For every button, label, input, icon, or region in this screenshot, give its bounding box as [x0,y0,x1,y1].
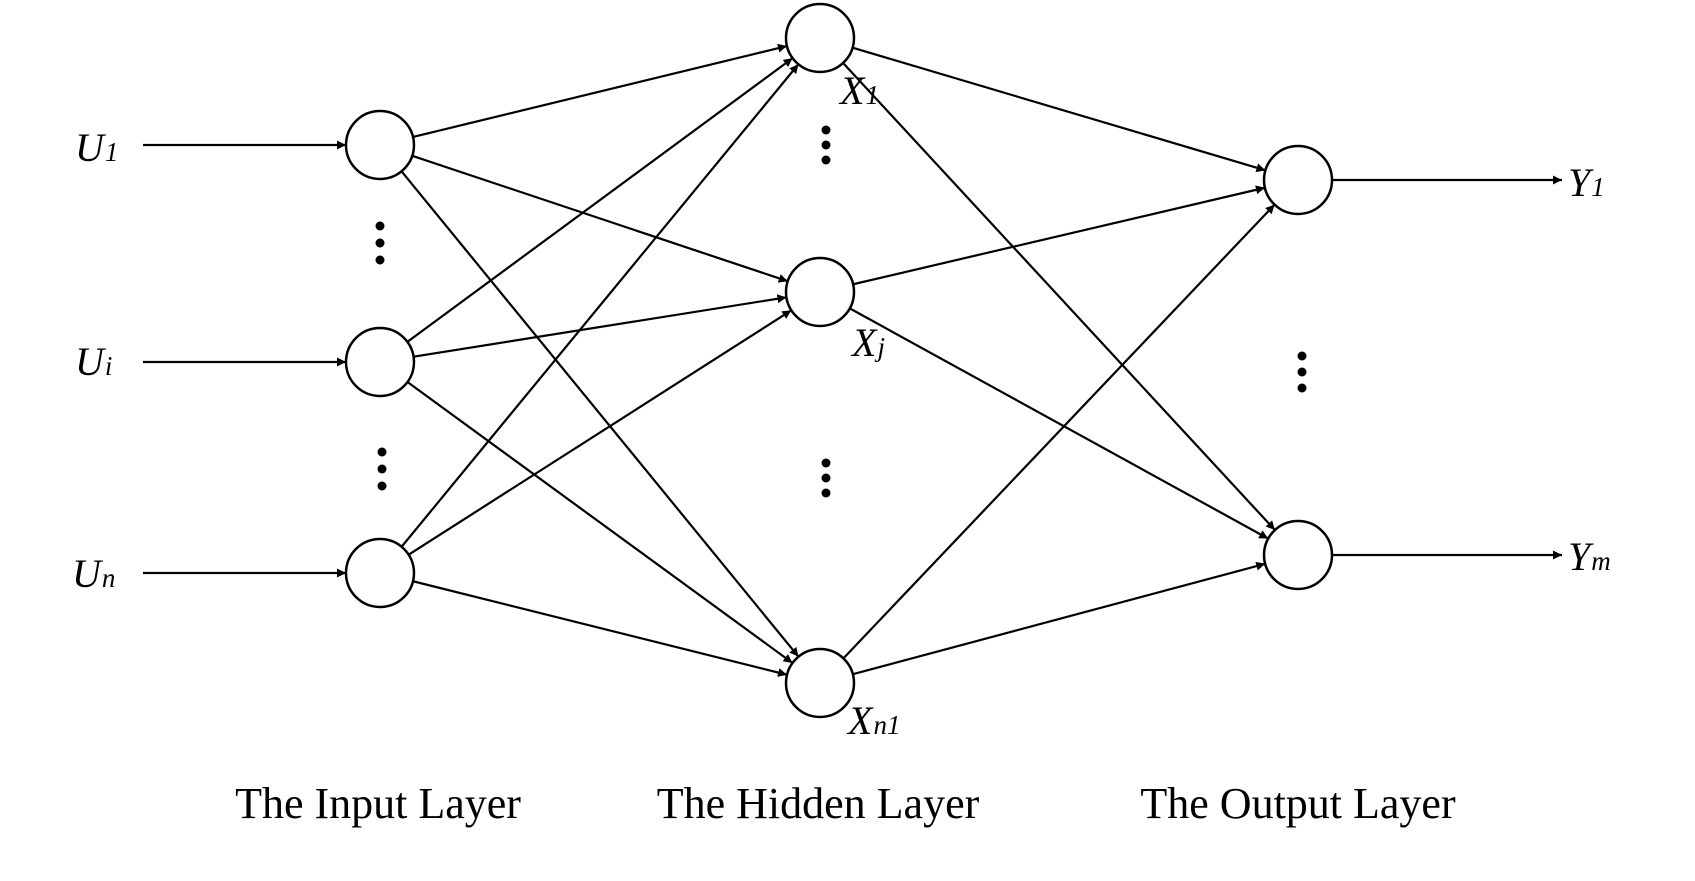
edge-input-1-hidden-2 [406,381,794,664]
input-label-u1: U1 [75,125,118,170]
input-label-un: Un [72,551,115,596]
edge-hidden-0-output-0 [852,46,1266,173]
ellipsis-dots [375,125,1307,498]
input-node-n [344,537,416,609]
input-node-1 [344,109,416,181]
hidden-node-n1 [784,647,856,719]
connection-edges [143,43,1562,677]
output-layer-title: The Output Layer [1140,779,1456,828]
output-label-ym: Ym [1568,534,1611,579]
edge-input-2-hidden-0 [400,63,800,548]
edge-input-0-hidden-0 [412,43,788,139]
hidden-layer-title: The Hidden Layer [657,779,980,828]
output-label-y1: Y1 [1568,160,1605,205]
output-ellipsis [1297,351,1307,393]
edge-input-2-hidden-2 [412,580,788,677]
hidden-label-xj: Xj [850,320,885,365]
hidden-label-xn1: Xn1 [846,698,900,743]
output-node-1 [1262,144,1334,216]
edge-hidden-2-output-1 [852,561,1266,676]
input-node-i [344,326,416,398]
hidden-label-x1: X1 [838,68,879,113]
input-ellipsis-lower [377,447,387,491]
edge-hidden-2-output-0 [842,203,1276,660]
edge-input-1-hidden-1 [413,294,787,358]
edge-hidden-1-output-0 [852,185,1266,286]
edge-hidden-0-output-1 [842,62,1276,531]
hidden-ellipsis-upper [821,125,831,165]
hidden-ellipsis-lower [821,458,831,498]
output-node-m [1262,519,1334,591]
network-nodes [344,2,1334,719]
input-label-ui: Ui [75,339,112,384]
edge-hidden-1-output-1 [849,307,1269,540]
edge-input-1-hidden-0 [406,57,794,343]
edge-input-2-hidden-1 [408,309,792,556]
input-layer-title: The Input Layer [235,779,521,828]
edge-input-0-hidden-1 [411,154,789,283]
edge-input-0-hidden-2 [400,170,800,658]
hidden-node-1 [784,2,856,74]
hidden-node-j [784,256,856,328]
input-ellipsis-upper [375,221,385,265]
